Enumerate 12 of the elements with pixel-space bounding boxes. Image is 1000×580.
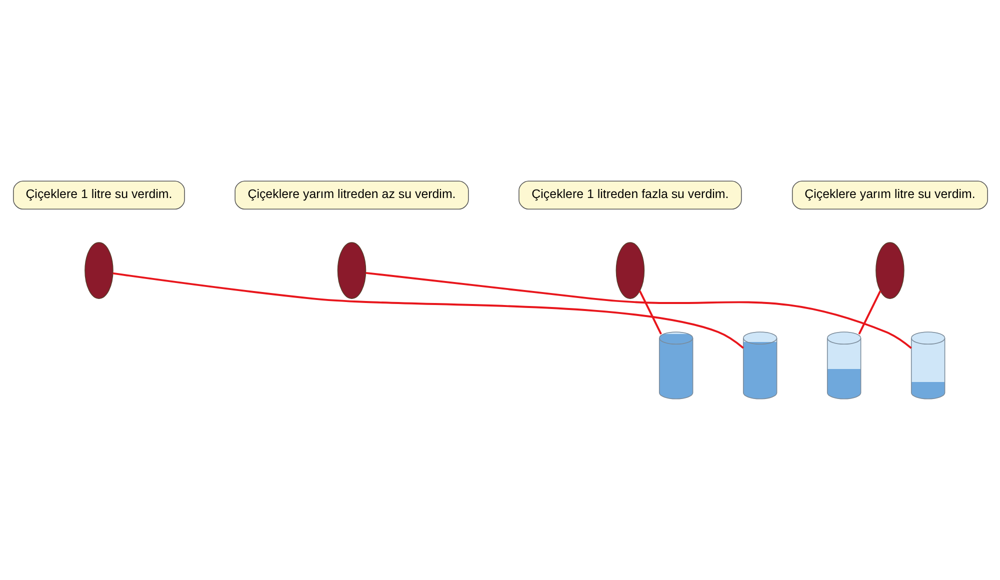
node-person (336, 242, 366, 299)
connector (365, 272, 912, 349)
node-box: Çiçeklere 1 litreden fazla su verdim. (518, 180, 742, 210)
connector (112, 272, 744, 349)
node-box: Çiçeklere yarım litreden az su verdim. (234, 180, 468, 210)
node-person (84, 242, 113, 299)
node-box: Çiçeklere 1 litre su verdim. (12, 180, 184, 210)
connector (858, 290, 881, 335)
node-person (875, 242, 904, 299)
node-box: Çiçeklere yarım litre su verdim. (791, 180, 988, 210)
connector (638, 290, 662, 335)
node-person (615, 242, 644, 299)
